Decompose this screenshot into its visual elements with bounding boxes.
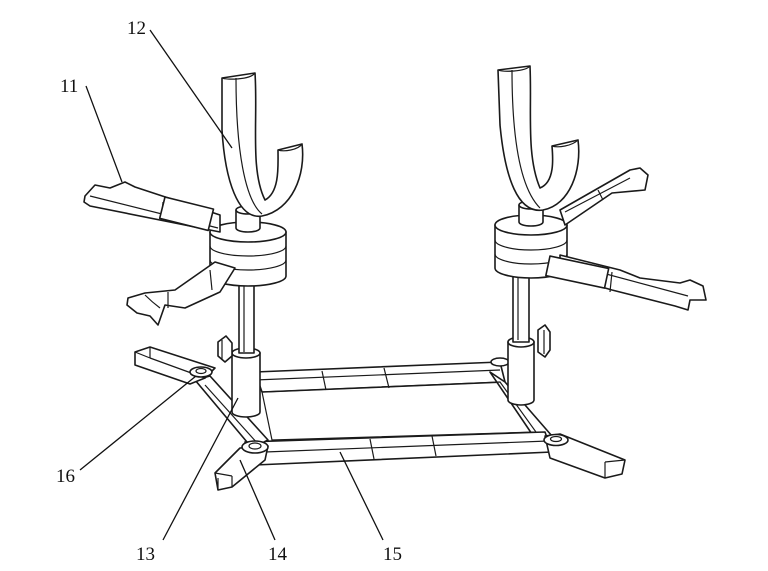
leader-lines xyxy=(79,29,384,541)
label-13: 13 xyxy=(136,544,155,565)
part-labels: 11 12 13 14 15 16 xyxy=(56,18,402,565)
base-feet xyxy=(134,346,626,491)
label-16: 16 xyxy=(56,466,75,487)
left-cradle xyxy=(221,72,304,217)
right-cradle xyxy=(497,65,580,211)
label-12: 12 xyxy=(127,18,146,39)
label-14: 14 xyxy=(268,544,288,565)
right-column xyxy=(494,200,568,406)
left-column xyxy=(209,205,287,418)
left-arms xyxy=(83,181,236,326)
label-11: 11 xyxy=(60,76,78,97)
right-arms xyxy=(545,167,707,311)
label-15: 15 xyxy=(383,544,402,565)
